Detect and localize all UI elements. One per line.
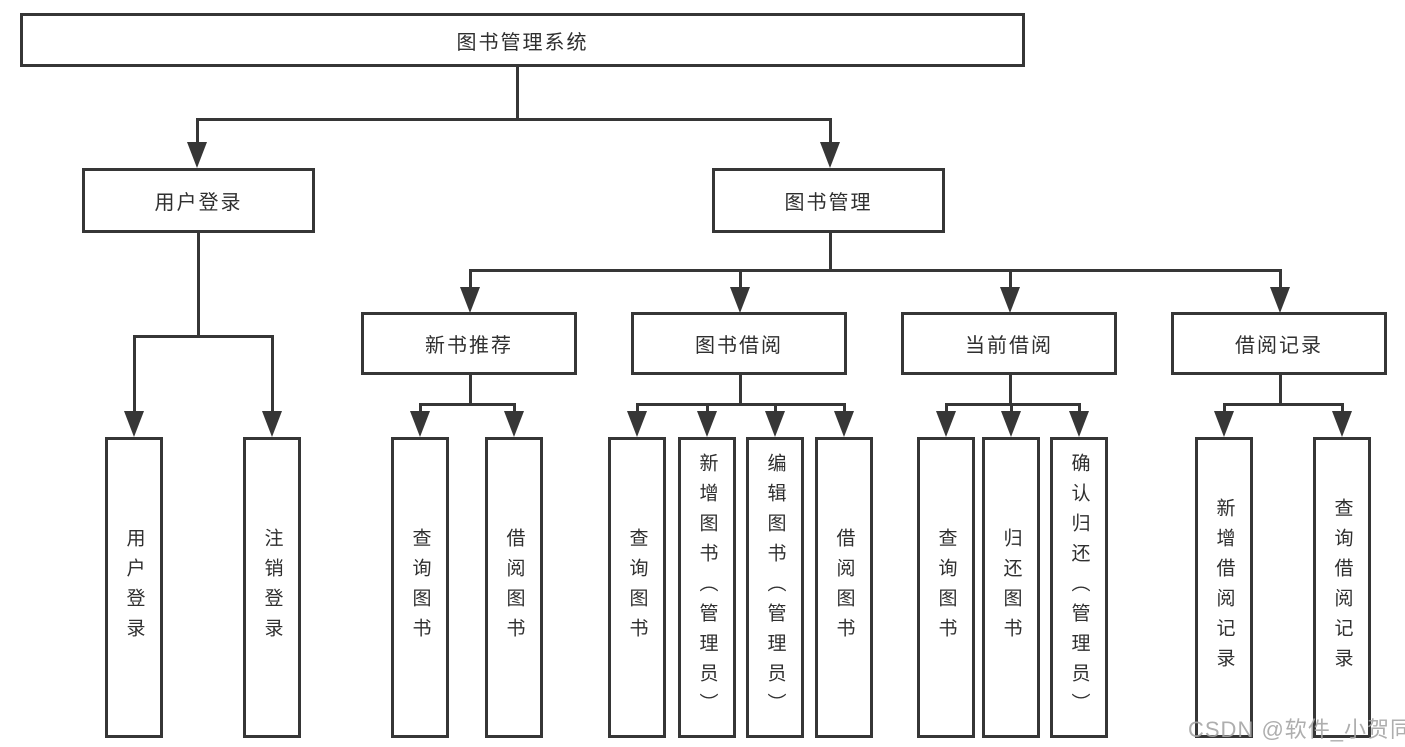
node-label: 借阅图书 [833,527,855,648]
node-label: 图书管理 [784,192,873,214]
connector-line [829,118,832,148]
node-user-login-action: 用户登录 [105,437,163,738]
node-label: 新增图书（管理员） [696,452,718,723]
arrowhead-down-icon [1001,411,1021,437]
node-label: 用户登录 [123,527,145,648]
connector-line [1223,403,1226,415]
arrowhead-down-icon [834,411,854,437]
node-label: 借阅图书 [503,527,525,648]
connector-line [516,67,519,121]
arrowhead-down-icon [627,411,647,437]
connector-line [513,403,516,415]
node-book-management-system: 图书管理系统 [20,13,1025,67]
node-query-books-recommend: 查询图书 [391,437,449,738]
arrowhead-down-icon [820,142,840,168]
node-add-borrow-record: 新增借阅记录 [1195,437,1253,738]
connector-line [1279,269,1282,291]
node-borrow-books: 借阅图书 [815,437,873,738]
arrowhead-down-icon [936,411,956,437]
watermark: CSDN @软件_小贺同学 [1188,717,1405,742]
arrowhead-down-icon [460,287,480,313]
node-edit-books-admin: 编辑图书（管理员） [746,437,804,738]
arrowhead-down-icon [410,411,430,437]
node-return-books: 归还图书 [982,437,1040,738]
node-borrowing-records: 借阅记录 [1171,312,1387,375]
node-label: 查询借阅记录 [1331,497,1353,678]
arrowhead-down-icon [187,142,207,168]
node-label: 用户登录 [154,192,243,214]
node-label: 借阅记录 [1235,335,1323,357]
connector-line [739,374,742,406]
connector-line [636,403,639,415]
arrowhead-down-icon [504,411,524,437]
connector-line [1009,269,1012,291]
arrowhead-down-icon [765,411,785,437]
connector-line [1223,403,1344,406]
arrowhead-down-icon [262,411,282,437]
node-book-borrowing: 图书借阅 [631,312,847,375]
connector-line [469,269,472,291]
connector-line [271,335,274,415]
connector-line [843,403,846,415]
connector-line [945,403,948,415]
node-label: 查询图书 [935,527,957,648]
node-borrow-books-recommend: 借阅图书 [485,437,543,738]
connector-line [1279,374,1282,406]
connector-line [133,335,136,415]
arrowhead-down-icon [1069,411,1089,437]
node-query-books-borrowing: 查询图书 [608,437,666,738]
connector-line [1010,403,1013,415]
connector-line [196,118,832,121]
node-label: 编辑图书（管理员） [764,452,786,723]
connector-line [469,269,1282,272]
arrowhead-down-icon [124,411,144,437]
node-add-books-admin: 新增图书（管理员） [678,437,736,738]
node-confirm-return-admin: 确认归还（管理员） [1050,437,1108,738]
node-label: 当前借阅 [965,335,1053,357]
arrowhead-down-icon [1000,287,1020,313]
connector-line [196,118,199,148]
arrowhead-down-icon [697,411,717,437]
connector-line [133,335,274,338]
node-label: 确认归还（管理员） [1068,452,1090,723]
node-label: 新书推荐 [425,335,513,357]
node-label: 查询图书 [409,527,431,648]
node-label: 图书借阅 [695,335,783,357]
connector-line [945,403,1081,406]
connector-line [829,233,832,272]
connector-line [197,232,200,338]
arrowhead-down-icon [1214,411,1234,437]
node-query-books-current: 查询图书 [917,437,975,738]
connector-line [1009,374,1012,406]
arrowhead-down-icon [1270,287,1290,313]
node-book-management: 图书管理 [712,168,945,233]
node-logout-action: 注销登录 [243,437,301,738]
node-label: 查询图书 [626,527,648,648]
node-new-book-recommend: 新书推荐 [361,312,577,375]
node-label: 注销登录 [261,527,283,648]
arrowhead-down-icon [1332,411,1352,437]
node-current-borrowing: 当前借阅 [901,312,1117,375]
node-label: 新增借阅记录 [1213,497,1235,678]
arrowhead-down-icon [730,287,750,313]
connector-line [774,403,777,415]
connector-line [469,374,472,406]
connector-line [739,269,742,291]
connector-line [419,403,516,406]
node-user-login: 用户登录 [82,168,315,233]
node-label: 图书管理系统 [456,31,589,54]
connector-line [1341,403,1344,415]
connector-line [419,403,422,415]
connector-line [706,403,709,415]
connector-line [636,403,846,406]
connector-line [1078,403,1081,415]
node-query-borrow-record: 查询借阅记录 [1313,437,1371,738]
node-label: 归还图书 [1000,527,1022,648]
